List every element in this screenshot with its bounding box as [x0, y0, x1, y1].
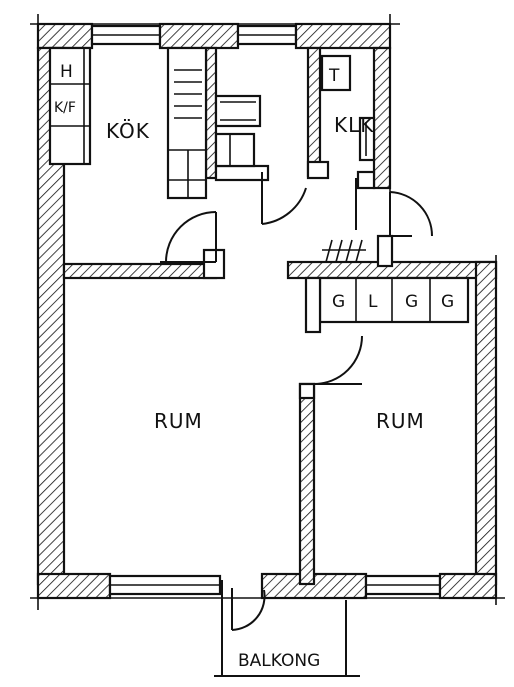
door-hall-front: [261, 172, 307, 225]
door-room-right: [313, 335, 363, 385]
fridge-freezer-label: K/F: [54, 100, 76, 116]
bathroom-label: KLK: [334, 113, 374, 137]
kitchen-cabinets: [166, 46, 208, 200]
closet-label-3: G: [405, 292, 418, 312]
door-bathroom: [355, 178, 434, 237]
room-right-label: RUM: [376, 409, 425, 433]
closet-label-1: G: [332, 292, 345, 312]
closets: [304, 276, 470, 334]
shower-label: T: [328, 66, 340, 86]
balcony-label: BALKONG: [238, 651, 320, 671]
kitchen-label: KÖK: [106, 119, 150, 143]
sketch-lines: [30, 14, 505, 610]
kitchen-counter: [48, 46, 92, 166]
stove-label: H: [60, 62, 73, 82]
interior-walls: [62, 46, 412, 586]
entrance-marks: [322, 239, 366, 263]
sink-counter: [214, 94, 262, 168]
shower: [320, 54, 352, 92]
balcony: [214, 580, 360, 677]
room-left-label: RUM: [154, 409, 203, 433]
closet-label-4: G: [441, 292, 454, 312]
closet-label-2: L: [368, 292, 378, 312]
door-kitchen: [160, 211, 217, 263]
bathroom-basin: [358, 116, 376, 162]
